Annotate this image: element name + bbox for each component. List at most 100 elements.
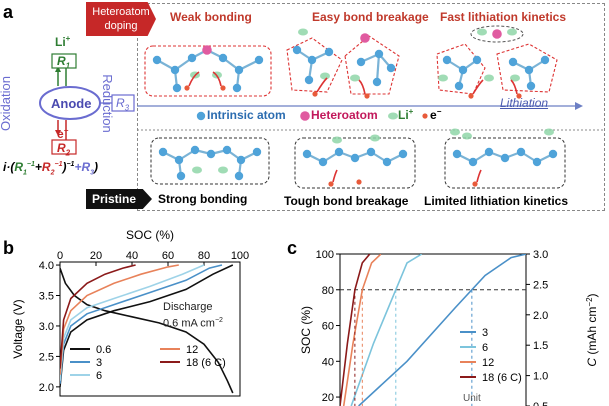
legend-electron-text: e [430,108,437,122]
legend-label-c: 3 [482,327,488,339]
r2-sub: 2 [65,148,71,158]
top-axis-title-b: SOC (%) [126,228,174,242]
eq-tail-end: ) [94,160,99,174]
top-tick-label-b: 0 [57,250,63,262]
top-tick-label-b: 40 [126,250,138,262]
right-tick-label-c: 3.0 [533,249,548,261]
right-tick-label-c: 2.5 [533,279,548,291]
heading-fast-lithiation: Fast lithiation kinetics [440,10,567,24]
heteroatom-doping-tag: Heteroatom doping [86,2,156,36]
r3-resistor [111,94,135,112]
legend-heteroatom-marker [300,111,310,121]
heteroatom-doping-line1: Heteroatom [92,6,150,18]
e-sup: − [63,126,69,135]
anode-label: Anode [51,96,92,111]
discharge-annotation: Discharge 0.6 mA cm−2 [163,300,223,331]
left-tick-label-c: 60 [322,321,334,333]
fast-lithiation-molecule [436,25,558,99]
heading-strong-bonding: Strong bonding [158,192,248,206]
legend-label-b: 3 [96,357,102,369]
right-tick-label-c: 1.5 [533,340,548,352]
left-axis-title-c: SOC (%) [299,306,313,354]
legend-intrinsic-atom-marker [196,111,206,121]
panel-a-frame [137,3,605,211]
eq-r2-text: R [41,160,51,174]
soc-curve-6 [350,254,423,406]
circuit-diagram [39,53,135,155]
eq-r1-sup: −1 [26,161,35,168]
li-sup: + [65,34,71,43]
heading-easy-bond-breakage: Easy bond breakage [312,10,429,24]
discharge-line2: 0.6 mA cm−2 [163,314,223,331]
panel-b-label: b [3,238,14,258]
eq-r2: R2−1 [41,160,63,177]
eq-r2-sub: 2 [50,169,55,177]
r3-text: R [116,96,125,110]
series-line-18 [60,264,136,369]
r3-sub: 3 [124,103,130,113]
legend-electron-sup: − [436,107,442,116]
legend-label-c: 18 (6 C) [482,372,522,384]
left-tick-label-c: 20 [322,392,334,404]
eq-tail-sup: −1 [66,161,75,168]
heteroatom-doping-line2: doping [104,20,138,32]
legend-intrinsic-atom: Intrinsic atom [207,108,286,122]
right-tick-label-c: 2.0 [533,310,548,322]
e-text: e [57,127,64,141]
legend-electron-marker [422,113,428,119]
eq-r2-sup: −1 [54,161,63,168]
legend-li-text: Li [398,108,409,122]
easy-breakage-molecule [286,28,400,99]
legend-li-sup: + [408,107,414,116]
eq-plus: + [34,160,42,174]
legend-li: Li+ [398,107,413,122]
eq-tail: +R3 [74,160,95,177]
plot-frame-b [59,261,241,397]
legend-label-b: 18 (6 C) [186,357,226,369]
discharge-line1: Discharge [163,301,213,313]
legend-electron: e− [430,107,441,122]
y-tick-label-b: 4.0 [39,260,54,272]
pristine-tag: Pristine [86,189,152,209]
top-tick-label-b: 100 [231,250,249,262]
y-tick-label-b: 3.0 [39,321,54,333]
eq-tail-sub: 3 [90,169,95,177]
heading-weak-bonding: Weak bonding [170,10,252,24]
series-line-0.6-discharge [60,267,234,394]
panel-c-label: c [287,238,298,258]
legend-label-b: 0.6 [96,344,111,356]
li-plus-label: Li+ [55,34,70,49]
eq-tail-text: +R [74,160,91,174]
r1-sub: 1 [65,61,71,71]
eq-r1: R1−1 [14,160,35,177]
eq-suffix: ) [62,160,67,174]
weak-bonding-molecule [144,45,272,97]
oxidation-label: Oxidation [0,76,13,131]
legend-label-b: 6 [96,370,102,382]
series-line-6 [60,264,205,381]
r2-resistor [51,139,77,155]
y-tick-label-b: 3.5 [39,291,54,303]
impedance-equation: i·(R1−1+R2−1)−1+R3) [3,160,98,176]
discharge-line2-text: 0.6 mA cm [163,317,215,330]
r3-label: R3 [116,96,129,112]
soc-curve-3 [358,254,526,406]
molecule-illustrations [137,25,605,189]
eq-r1-sub: 1 [23,169,27,177]
right-tick-label-c: 1.0 [533,371,548,383]
legend-label-c: 6 [482,342,488,354]
y-axis-title-b: Voltage (V) [11,299,25,358]
lithiation-label: Lithiation [500,96,549,110]
left-tick-label-c: 40 [322,356,334,368]
r2-label: R2 [57,141,70,157]
y-tick-label-b: 2.0 [39,382,54,394]
unit-fragment: Unit [463,393,481,404]
top-tick-label-b: 60 [162,250,174,262]
series-line-3 [60,264,223,384]
right-tick-label-c: 0.5 [533,401,548,406]
discharge-line2-sup: −2 [214,317,223,324]
legend-label-b: 12 [186,344,198,356]
left-tick-label-c: 80 [322,285,334,297]
